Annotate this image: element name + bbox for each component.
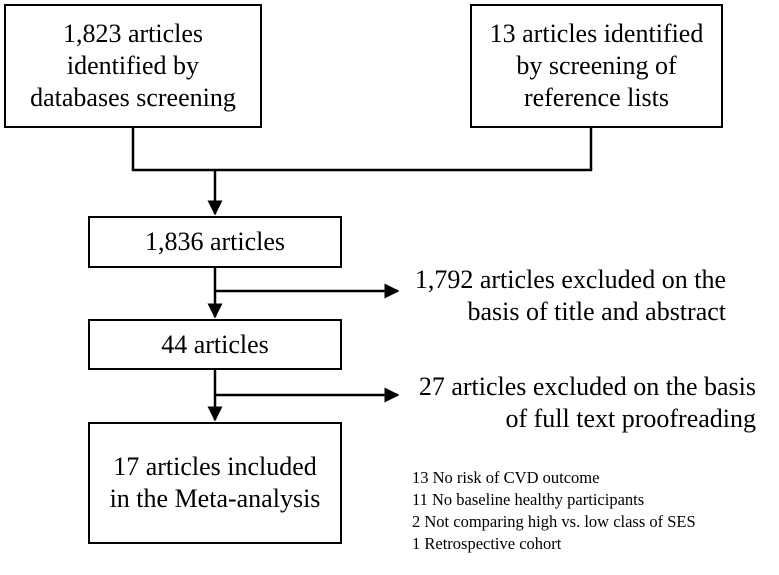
exclusion-reason-item: 2 Not comparing high vs. low class of SE…	[412, 512, 696, 531]
title-abstract-line-1: 1,792 articles excluded on the	[414, 265, 726, 294]
included-line-1: 17 articles included	[113, 452, 317, 481]
databases-box: 1,823 articles identified by databases s…	[4, 4, 262, 128]
combined-label: 1,836 articles	[144, 227, 286, 256]
exclusion-reason-item: 13 No risk of CVD outcome	[412, 468, 600, 487]
title-abstract-exclusion-note: 1,792 articles excluded on the basis of …	[404, 264, 726, 328]
references-line-3: reference lists	[523, 83, 670, 112]
full-text-line-1: 27 articles excluded on the basis	[418, 372, 756, 401]
references-line-2: by screening of	[516, 51, 677, 80]
full-text-exclusion-note: 27 articles excluded on the basis of ful…	[404, 371, 756, 435]
databases-line-1: 1,823 articles	[62, 19, 204, 48]
screened-label: 44 articles	[161, 329, 269, 359]
databases-line-3: databases screening	[30, 83, 236, 112]
exclusion-reason-item: 11 No baseline healthy participants	[412, 490, 645, 509]
databases-line-2: identified by	[66, 51, 200, 80]
title-abstract-line-2: basis of title and abstract	[467, 297, 726, 326]
included-line-2: in the Meta-analysis	[109, 484, 321, 513]
references-line-1: 13 articles identified	[489, 19, 704, 48]
references-box: 13 articles identified by screening of r…	[470, 4, 723, 128]
screened-box: 44 articles	[88, 319, 342, 370]
full-text-line-2: of full text proofreading	[505, 404, 756, 433]
included-box: 17 articles included in the Meta-analysi…	[88, 422, 342, 544]
exclusion-reason-item: 1 Retrospective cohort	[412, 534, 562, 553]
combined-box: 1,836 articles	[88, 216, 342, 268]
exclusion-reasons-list: 13 No risk of CVD outcome 11 No baseline…	[412, 467, 696, 555]
